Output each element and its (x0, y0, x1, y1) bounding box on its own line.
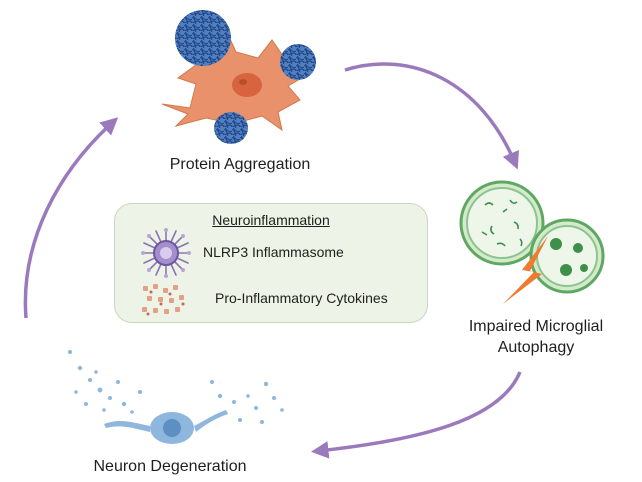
neuron-degeneration-label: Neuron Degeneration (93, 458, 247, 475)
inflammasome-icon (141, 228, 191, 278)
arrow-to-protein (23, 117, 119, 319)
legend-nlrp3-inflammasome: NLRP3 Inflammasome (203, 244, 344, 260)
impaired-autophagy-label: Impaired Microglial Autophagy (436, 316, 636, 358)
impaired-autophagy-line1: Impaired Microglial (468, 318, 604, 335)
arrow-to-autophagy (344, 62, 519, 170)
cell-nucleus (232, 73, 262, 97)
neuroinflammation-box: Neuroinflammation NLRP3 Inflammasome (114, 203, 428, 323)
cytokines-icon (142, 284, 185, 316)
protein-aggregate-icon (175, 10, 316, 144)
microglia-autophagy-icon (459, 180, 605, 294)
neuron-icon (68, 350, 284, 444)
lightning-icon (503, 236, 548, 304)
neuroinflammation-title: Neuroinflammation (212, 212, 330, 228)
impaired-autophagy-line2: Autophagy (497, 339, 575, 356)
protein-aggregation-label: Protein Aggregation (169, 156, 311, 173)
legend-pro-inflammatory-cytokines: Pro-Inflammatory Cytokines (215, 290, 388, 306)
cycle-arrows (23, 62, 522, 459)
arrow-to-neuron (311, 371, 522, 459)
